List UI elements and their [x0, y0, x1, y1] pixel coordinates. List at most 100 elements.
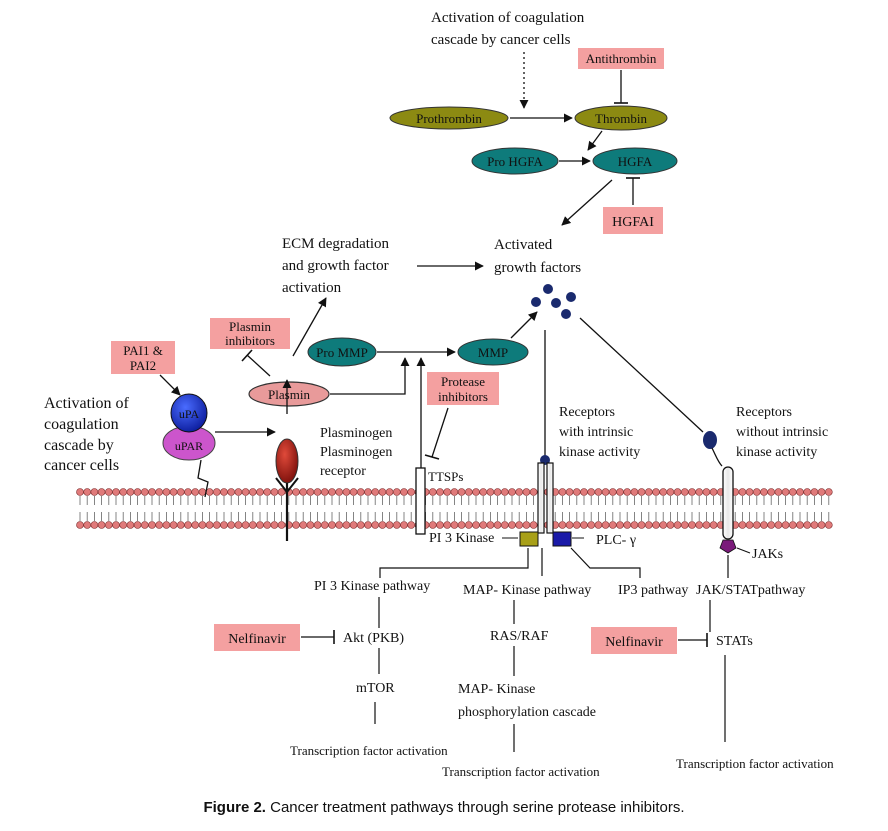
activated-gf-line1: Activated — [494, 237, 553, 253]
lipid-head — [385, 488, 394, 496]
coag-top-line1: Activation of coagulation — [431, 10, 585, 26]
lipid-head — [400, 488, 408, 496]
ecm-line3: activation — [282, 280, 342, 296]
pro-mmp-node — [307, 337, 377, 367]
lipid-head — [450, 521, 459, 529]
jak-label-leader — [736, 547, 751, 554]
protease-inhibit-bar — [424, 454, 440, 460]
lipid-head — [457, 488, 466, 496]
lipid-head — [680, 488, 689, 496]
lipid-head — [472, 521, 480, 529]
ecm-line1: ECM degradation — [282, 236, 390, 252]
lipid-head — [177, 521, 185, 529]
lipid-head — [356, 521, 365, 529]
rtk-left-helix — [537, 462, 545, 534]
lipid-head — [234, 488, 243, 496]
lipid-head — [623, 521, 632, 529]
lipid-head — [234, 521, 243, 529]
coag-left-line1: Activation of — [44, 395, 130, 412]
receptors-without-line2: without intrinsic — [736, 425, 828, 440]
receptors-intrinsic-line1: Receptors — [559, 405, 615, 420]
lipid-head — [105, 521, 113, 529]
hgfa-node — [592, 147, 678, 175]
lipid-head — [177, 488, 185, 496]
lipid-head — [126, 488, 135, 496]
lipid-head — [515, 521, 524, 529]
nelfinavir-left-box — [214, 624, 300, 651]
ttsps-label: TTSPs — [428, 469, 463, 484]
lipid-head — [97, 488, 106, 496]
lipid-head — [436, 488, 444, 496]
lipid-head — [349, 521, 358, 529]
activated-gf-line2: growth factors — [494, 260, 581, 276]
lipid-head — [594, 521, 603, 529]
upa-label: uPA — [179, 407, 200, 421]
lipid-head — [191, 521, 199, 529]
lipid-head — [313, 488, 322, 496]
lipid-head — [76, 521, 84, 529]
lipid-head — [695, 521, 704, 529]
lipid-head — [644, 488, 653, 496]
coag-left-line2: coagulation — [44, 416, 119, 433]
lipid-head — [486, 488, 495, 496]
coag-left-line4: cancer cells — [44, 457, 119, 474]
plasminogen-node — [275, 438, 299, 484]
lipid-head — [637, 488, 646, 496]
stats-label: STATs — [716, 634, 753, 649]
pro-mmp-label: Pro MMP — [316, 345, 368, 360]
lipid-head — [774, 521, 783, 529]
lipid-head — [760, 488, 768, 496]
lipid-head — [270, 488, 279, 496]
lipid-head — [292, 488, 300, 496]
lipid-head — [184, 521, 192, 529]
lipid-head — [522, 521, 531, 529]
lipid-head — [349, 488, 358, 496]
plasmin-label: Plasmin — [268, 387, 310, 402]
lipid-head — [601, 488, 610, 496]
lipid-head — [630, 488, 639, 496]
lipid-head — [817, 488, 826, 496]
plc-label: PLC- γ — [596, 533, 636, 548]
pi3k-box — [519, 531, 539, 547]
lipid-head — [356, 488, 365, 496]
pro-hgfa-label: Pro HGFA — [487, 154, 543, 169]
plasmin-inhibit-bar — [241, 349, 253, 362]
lipid-head — [112, 521, 120, 529]
lipid-head — [500, 488, 509, 496]
lipid-head — [184, 488, 192, 496]
plasmin-inhibitors-box — [210, 318, 290, 349]
lipid-head — [270, 521, 279, 529]
lipid-head — [587, 521, 596, 529]
lipid-head — [313, 521, 322, 529]
lipid-head — [608, 488, 617, 496]
lipid-head — [191, 488, 199, 496]
lipid-head — [803, 488, 812, 496]
lipid-head — [407, 488, 416, 496]
ip3-pathway-connector — [570, 547, 641, 578]
lipid-head — [587, 488, 596, 496]
ecm-line2: and growth factor — [282, 258, 389, 274]
lipid-head — [695, 488, 704, 496]
lipid-head — [169, 521, 178, 529]
plasmin-inhibit-line — [246, 354, 271, 377]
antithrombin-box — [578, 48, 664, 69]
lipid-head — [594, 488, 603, 496]
lipid-head — [162, 488, 171, 496]
lipid-head — [680, 521, 689, 529]
lipid-head — [774, 488, 783, 496]
lipid-head — [616, 488, 624, 496]
lipid-head — [580, 521, 588, 529]
pai-box — [111, 341, 175, 374]
pai-line2: PAI2 — [130, 358, 156, 373]
lipid-head — [364, 488, 372, 496]
lipid-head — [796, 521, 804, 529]
coag-left-line3: cascade by — [44, 437, 114, 454]
lipid-head — [76, 488, 84, 496]
lipid-head — [227, 521, 235, 529]
lipid-head — [529, 521, 538, 529]
caption-label: Figure 2. — [203, 799, 266, 816]
lipid-head — [227, 488, 235, 496]
lipid-head — [601, 521, 610, 529]
lipid-head — [767, 521, 776, 529]
